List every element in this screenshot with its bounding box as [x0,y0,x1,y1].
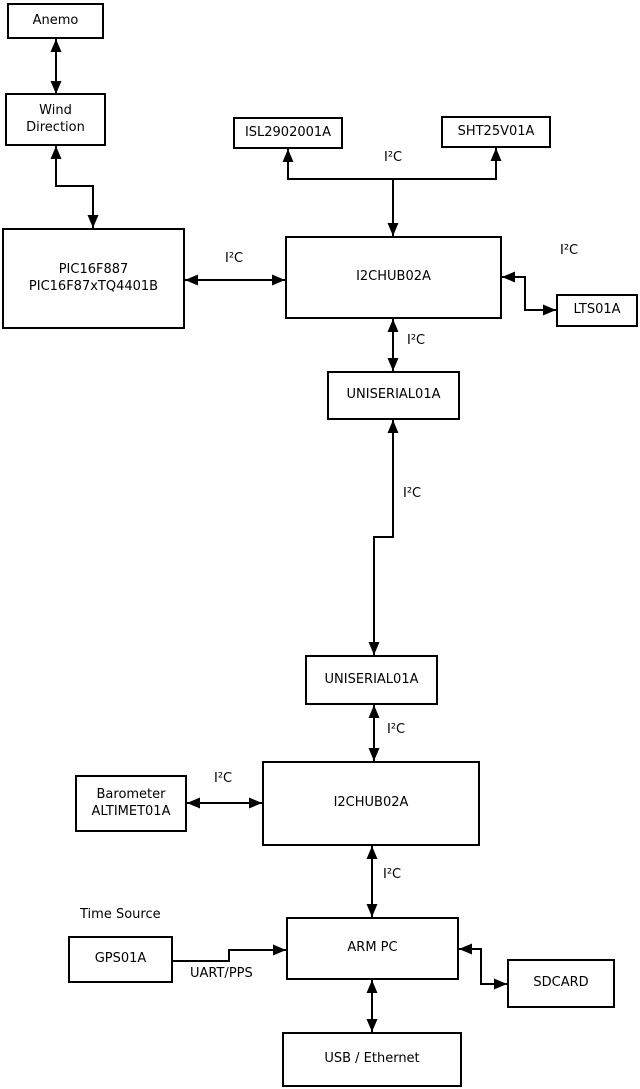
node-anemo: Anemo [7,3,104,39]
edge-hub1-lts [502,271,556,316]
edge-uni1-uni2 [368,420,399,655]
edge-anemo-wind [50,39,62,94]
edge-baro-hub2 [187,797,262,809]
edge-pic-hub1 [185,274,285,286]
node-gps01a: GPS01A [68,936,173,983]
node-lts01a: LTS01A [556,294,638,327]
label-uart-pps: UART/PPS [190,966,253,981]
label-i2c-hub2-arm: I²C [383,867,402,882]
node-uniserial01a-bottom: UNISERIAL01A [305,655,438,705]
node-i2chub02a-top: I2CHUB02A [285,236,502,319]
label-time-source: Time Source [80,907,161,922]
node-uniserial01a-top: UNISERIAL01A [327,371,460,420]
edge-gps-arm [173,944,286,962]
label-i2c-pic-hub1: I²C [225,251,244,266]
edge-hub1-isl-sht [282,148,502,236]
label-i2c-isl-sht: I²C [384,150,403,165]
node-arm-pc: ARM PC [286,917,459,980]
node-barometer-altimet01a: Barometer ALTIMET01A [75,775,187,832]
node-wind-direction: Wind Direction [5,93,106,146]
node-sdcard: SDCARD [507,959,615,1008]
edge-hub2-arm [366,846,378,917]
label-i2c-hub1-uni1: I²C [407,333,426,348]
node-sht25v01a: SHT25V01A [441,116,551,148]
label-i2c-uni2-hub2: I²C [387,722,406,737]
edge-arm-usb [366,980,378,1032]
edge-wind-pic [50,146,99,228]
edge-arm-sdcard [459,943,507,990]
node-pic16f887: PIC16F887 PIC16F87xTQ4401B [2,228,185,329]
node-usb-ethernet: USB / Ethernet [282,1032,462,1087]
edge-uni2-hub2 [368,705,380,761]
edge-hub1-uni1 [387,319,399,371]
node-isl2902001a: ISL2902001A [233,117,343,149]
label-i2c-baro-hub2: I²C [214,771,233,786]
label-i2c-uni1-uni2: I²C [403,486,422,501]
label-i2c-hub1-lts: I²C [560,243,579,258]
node-i2chub02a-bottom: I2CHUB02A [262,761,480,846]
